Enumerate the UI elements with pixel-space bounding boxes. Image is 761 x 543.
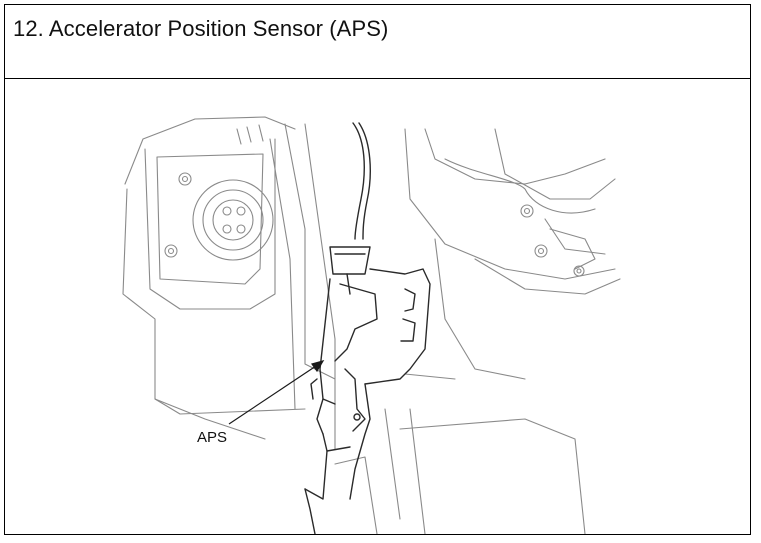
document-frame: 12. Accelerator Position Sensor (APS) xyxy=(4,4,751,535)
left-panel-outline xyxy=(124,116,296,185)
pedal-arm xyxy=(384,408,401,520)
bolt-icon xyxy=(520,204,534,218)
round-connector xyxy=(192,179,274,261)
callout-leader-arrow xyxy=(228,360,325,425)
aps-sensor xyxy=(304,122,431,534)
page-title: 12. Accelerator Position Sensor (APS) xyxy=(13,16,389,41)
bolt-icon xyxy=(178,172,192,186)
engine-bay-drawing xyxy=(122,116,621,534)
title-row: 12. Accelerator Position Sensor (APS) xyxy=(5,5,750,79)
sensor-connector xyxy=(329,246,371,275)
right-bracket-outline xyxy=(424,128,606,185)
sensor-illustration: APS xyxy=(5,79,750,536)
aps-callout-label: APS xyxy=(197,429,228,446)
